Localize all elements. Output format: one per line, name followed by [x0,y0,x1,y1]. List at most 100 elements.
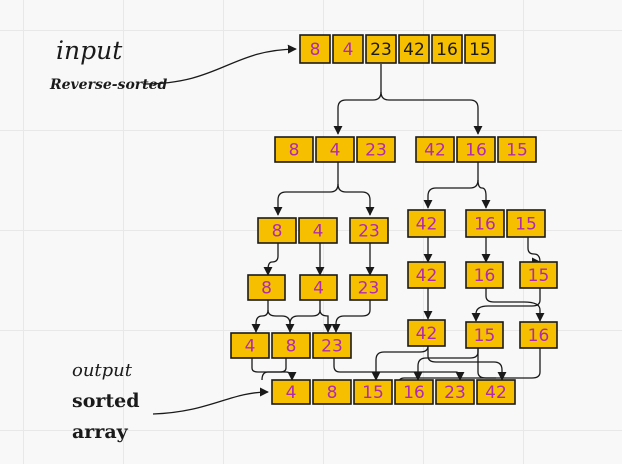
array-merged-42: 42 [407,319,446,347]
output-arrow [152,387,269,415]
input-arrow [142,44,297,85]
array-cell [407,261,446,289]
array-merged-15: 15 [465,321,504,349]
array-cell [464,34,496,64]
array-cell [519,261,558,289]
merge-edges [251,288,545,387]
reverse-sorted-label: Reverse-sorted [49,77,168,93]
cell-value: 15 [474,326,496,346]
cell-value: 8 [310,40,321,60]
array-cell [456,136,496,163]
array-cell [230,332,270,359]
array-leaf-15: 15 [519,261,558,289]
cell-value: 15 [528,266,550,286]
cell-value: 8 [261,279,272,299]
array-cell [519,321,558,349]
array-cell [415,136,455,163]
array-cell [506,209,546,238]
cell-value: 4 [343,40,354,60]
cell-value: 15 [515,215,537,235]
array-merged-16: 16 [519,321,558,349]
array-cell [407,319,446,347]
array-cell [431,34,463,64]
output-label: output [72,360,133,381]
cell-value: 23 [358,279,380,299]
cell-value: 4 [330,141,341,161]
array-cell [299,274,338,301]
cell-value: 16 [436,40,458,60]
array-cell [274,136,314,163]
cell-value: 23 [321,337,343,357]
cell-value: 23 [365,141,387,161]
array-input: 8 4 23 42 16 15 [299,34,496,64]
split-edges [263,64,545,276]
cell-value: 8 [327,383,338,403]
cell-value: 4 [245,337,256,357]
input-label: input [56,36,123,65]
array-cell [435,379,475,405]
cell-value: 15 [362,383,384,403]
array-cell [407,209,446,238]
array-cell [312,332,352,359]
array-cell [465,261,504,289]
array-cell [298,217,338,244]
array-cell [349,217,389,244]
cell-value: 4 [313,222,324,242]
cell-value: 16 [474,215,496,235]
cell-value: 16 [465,141,487,161]
array-cell [476,379,516,405]
array-cell [349,274,388,301]
cell-value: 8 [272,222,283,242]
cell-value: 16 [474,266,496,286]
array-merged-left: 4 8 23 [230,332,352,359]
array-leaf-16: 16 [465,261,504,289]
array-cell [356,136,396,163]
cell-value: 42 [416,215,438,235]
cell-value: 8 [286,337,297,357]
array-leaf-23: 23 [349,274,388,301]
array-cell [299,34,331,64]
cell-value: 42 [424,141,446,161]
cell-value: 8 [289,141,300,161]
cell-value: 42 [416,324,438,344]
cell-value: 4 [313,279,324,299]
array-cell [312,379,352,405]
array-leaf-4: 4 [299,274,338,301]
cell-value: 42 [403,40,425,60]
array-left-half: 8 4 23 [274,136,396,163]
cell-value: 23 [370,40,392,60]
cell-value: 23 [444,383,466,403]
cell-value: 16 [528,326,550,346]
array-cell [497,136,537,163]
array-cell [394,379,434,405]
array-left-single: 23 [349,217,389,244]
cell-value: 23 [358,222,380,242]
array-cell [332,34,364,64]
array-label: array [72,421,129,443]
sorted-label: sorted [72,390,140,412]
array-cell [365,34,397,64]
array-cell [315,136,355,163]
cell-value: 15 [469,40,491,60]
array-leaf-42: 42 [407,261,446,289]
array-right-single: 42 [407,209,446,238]
array-cell [257,217,297,244]
cell-value: 15 [506,141,528,161]
array-right-half: 42 16 15 [415,136,537,163]
array-cell [398,34,430,64]
array-leaf-8: 8 [247,274,286,301]
array-cell [271,379,311,405]
array-cell [247,274,286,301]
array-cell [465,209,505,238]
array-cell [271,332,311,359]
cell-value: 42 [485,383,507,403]
array-cell [465,321,504,349]
array-cell [353,379,393,405]
cell-value: 4 [286,383,297,403]
cell-value: 42 [416,266,438,286]
